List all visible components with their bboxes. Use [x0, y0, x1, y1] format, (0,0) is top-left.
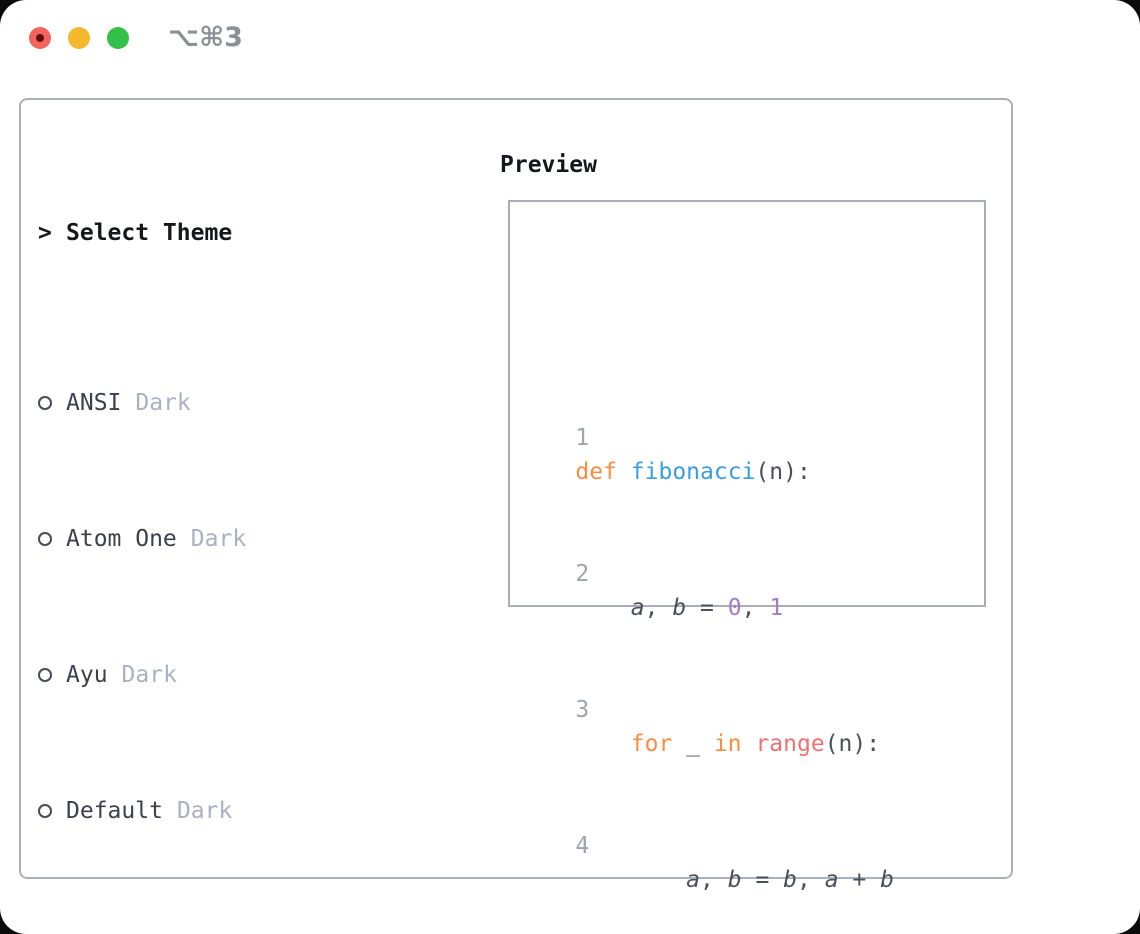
code-token: + — [838, 867, 881, 893]
code-token: def — [575, 459, 617, 485]
code-token: 1 — [769, 595, 784, 621]
code-token: b — [727, 867, 742, 893]
theme-name: Dracula — [66, 930, 163, 934]
code-token: (n): — [824, 731, 881, 757]
code-line: 2 a, b = 0, 1 — [520, 523, 977, 621]
window-title: ⌥⌘3 — [168, 22, 243, 53]
line-content: a, b = 0, 1 — [575, 595, 783, 621]
line-content: a, b = b, a + b — [575, 867, 894, 893]
code-line: 3 for _ in range(n): — [520, 659, 977, 757]
code-token: 0 — [727, 595, 742, 621]
zoom-button[interactable] — [107, 27, 129, 49]
theme-variant: Dark — [121, 662, 177, 688]
code-token — [575, 731, 630, 757]
code-token: , — [644, 595, 673, 621]
code-token: for — [630, 731, 673, 757]
code-token: range — [755, 731, 825, 757]
theme-option[interactable]: Ayu Dark — [38, 658, 426, 692]
code-token: a — [630, 595, 645, 621]
select-theme-header: > Select Theme — [38, 216, 426, 250]
theme-list-column: > Select Theme ANSI Dark Atom One Dark A… — [38, 148, 426, 934]
radio-icon — [38, 668, 66, 682]
close-button[interactable] — [29, 27, 51, 49]
code-token: a — [824, 867, 839, 893]
code-token — [575, 595, 630, 621]
code-line: 1 def fibonacci(n): — [520, 387, 977, 485]
preview-label: Preview — [500, 152, 597, 178]
code-token — [742, 731, 756, 757]
minimize-button[interactable] — [68, 27, 90, 49]
line-content: def fibonacci(n): — [575, 459, 810, 485]
code-lines: 1 def fibonacci(n): 2 a, b = 0, 1 3 for … — [520, 319, 977, 934]
code-token: b — [783, 867, 797, 893]
theme-option[interactable]: Default Dark — [38, 794, 426, 828]
select-theme-label: Select Theme — [66, 220, 233, 246]
code-token: , — [700, 867, 728, 893]
radio-icon — [38, 396, 66, 410]
code-line: 4 a, b = b, a + b — [520, 795, 977, 893]
line-number: 1 — [575, 425, 590, 451]
theme-name: Ayu — [66, 662, 108, 688]
theme-variant: Dark — [177, 930, 232, 934]
code-token: in — [713, 731, 742, 757]
code-token: fibonacci — [630, 459, 756, 485]
code-token: = — [686, 595, 728, 621]
preview-code: 1 def fibonacci(n): 2 a, b = 0, 1 3 for … — [520, 251, 977, 934]
code-token: a — [686, 867, 701, 893]
theme-name: Atom One — [66, 526, 177, 552]
theme-variant: Dark — [176, 798, 233, 824]
line-number: 4 — [575, 833, 590, 859]
theme-option[interactable]: ANSI Dark — [38, 386, 426, 420]
prompt-chevron: > — [38, 220, 52, 246]
radio-icon — [38, 804, 66, 818]
code-token: , — [797, 867, 825, 893]
code-token: (n): — [755, 459, 811, 485]
code-token: b — [672, 595, 687, 621]
radio-icon — [38, 532, 66, 546]
theme-variant: Dark — [135, 390, 191, 416]
line-content: for _ in range(n): — [575, 731, 880, 757]
code-token: = — [741, 867, 784, 893]
theme-list: ANSI Dark Atom One Dark Ayu Dark Default… — [38, 318, 426, 934]
code-token — [575, 867, 686, 893]
line-number: 2 — [575, 561, 590, 587]
theme-name: Default — [66, 798, 163, 824]
code-token — [617, 459, 631, 485]
line-number: 3 — [575, 697, 590, 723]
theme-variant: Dark — [190, 526, 247, 552]
code-token: _ — [672, 731, 714, 757]
code-token: b — [880, 867, 894, 893]
code-token: , — [741, 595, 770, 621]
theme-option[interactable]: Atom One Dark — [38, 522, 426, 556]
preview-box — [508, 200, 986, 607]
theme-name: ANSI — [66, 390, 122, 416]
theme-option[interactable]: Dracula Dark — [38, 930, 426, 934]
